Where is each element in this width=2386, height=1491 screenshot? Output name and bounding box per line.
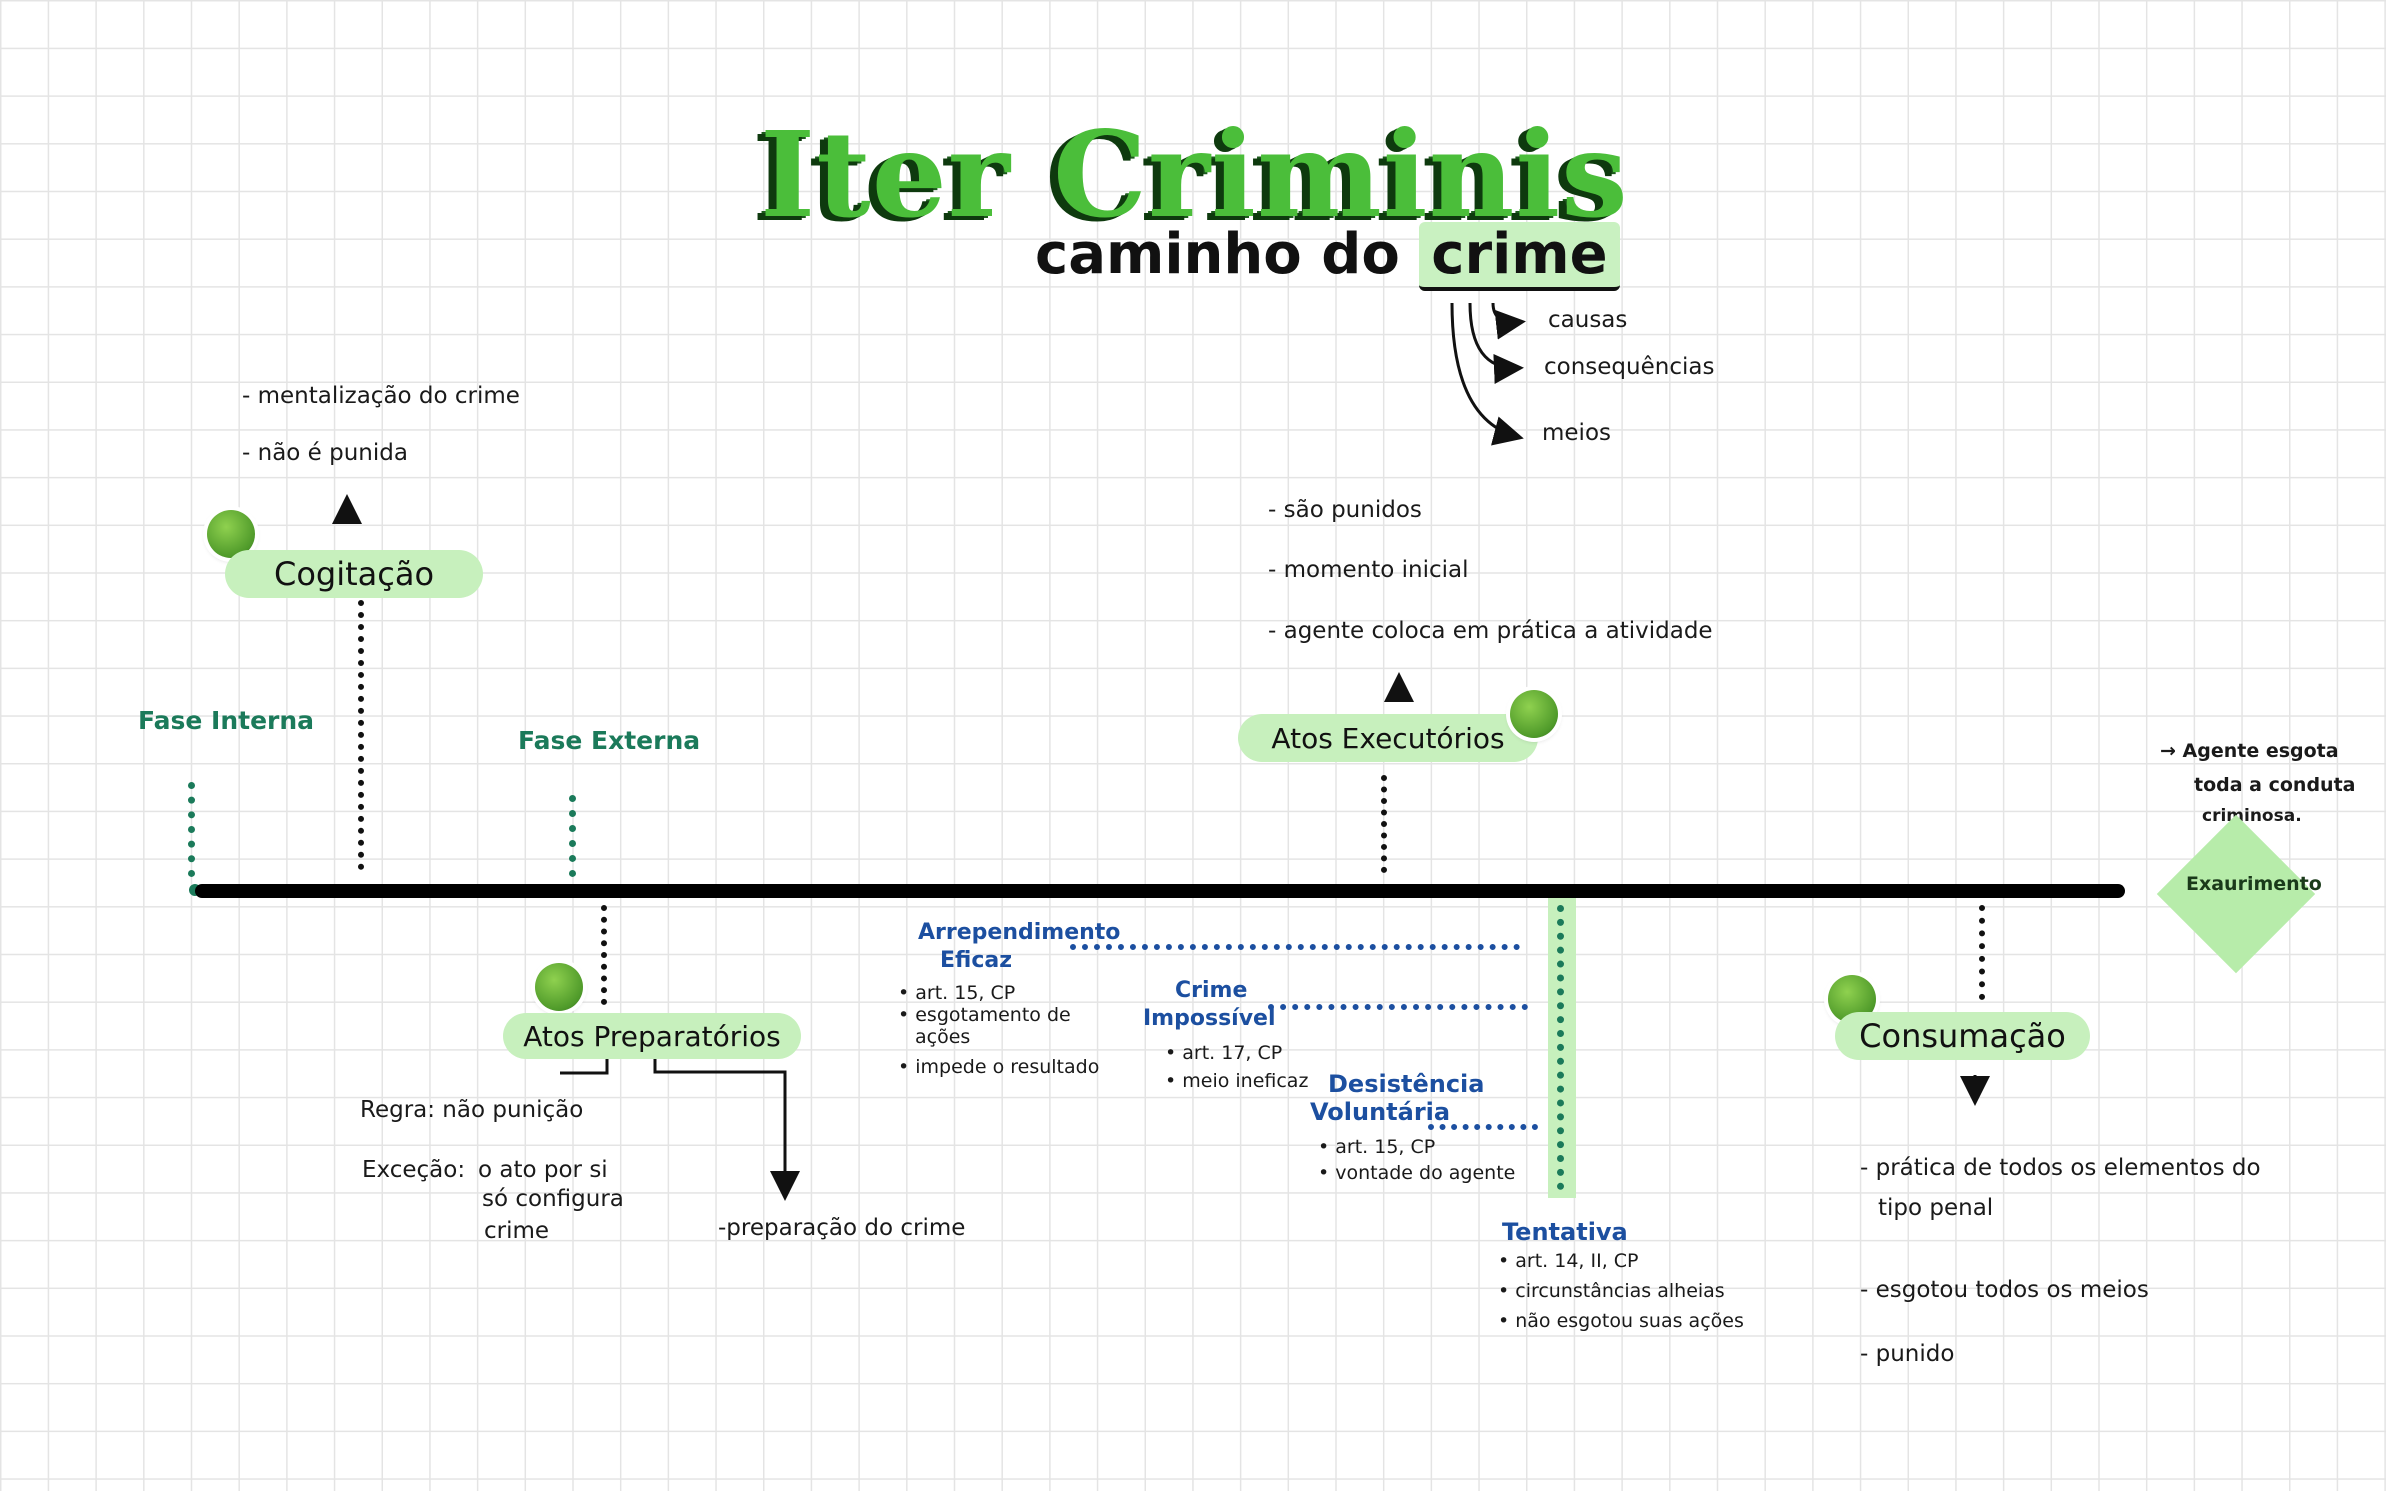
arrependimento-note-1: • art. 15, CP — [898, 982, 1016, 1004]
atos-preparatorios-pill: Atos Preparatórios — [503, 1013, 801, 1059]
exaurimento-note-1: → Agente esgota — [2160, 740, 2339, 762]
crime-impossivel-dotted-line — [1268, 1004, 1528, 1010]
page-title: Iter Criminis — [760, 105, 1629, 244]
atos-executorios-pill: Atos Executórios — [1238, 714, 1538, 762]
crime-impossivel-title-1: Crime — [1175, 978, 1248, 1003]
arrependimento-title-1: Arrependimento — [918, 920, 1121, 945]
exaurimento-note-3: criminosa. — [2202, 806, 2302, 826]
page-subtitle: caminho do crime — [1035, 222, 1620, 291]
tentativa-title: Tentativa — [1502, 1218, 1628, 1246]
exaurimento-label: Exaurimento — [2186, 873, 2322, 895]
executorios-note-3: - agente coloca em prática a atividade — [1268, 618, 1713, 644]
timeline-axis — [195, 884, 2125, 898]
consumacao-note-2: tipo penal — [1878, 1195, 1994, 1221]
executorios-note-2: - momento inicial — [1268, 557, 1469, 583]
branch-meios: meios — [1542, 420, 1611, 446]
consumacao-note-4: - punido — [1860, 1341, 1955, 1367]
subtitle-highlight: crime — [1419, 222, 1620, 291]
exaurimento-note-2: toda a conduta — [2194, 774, 2356, 796]
kermit-gun-icon — [1510, 690, 1558, 738]
preparacao-do-crime: -preparação do crime — [718, 1215, 966, 1241]
tentativa-note-2: • circunstâncias alheias — [1498, 1280, 1725, 1302]
arrependimento-note-3: ações — [915, 1026, 971, 1048]
crime-impossivel-note-1: • art. 17, CP — [1165, 1042, 1283, 1064]
consumacao-note-3: - esgotou todos os meios — [1860, 1277, 2149, 1303]
fase-externa-dotted-line — [569, 795, 576, 877]
arrependimento-title-2: Eficaz — [940, 948, 1013, 973]
preparatorios-dotted-line — [601, 905, 607, 1005]
subtitle-prefix: caminho do — [1035, 222, 1400, 287]
desistencia-title-1: Desistência — [1328, 1070, 1485, 1098]
arrependimento-note-4: • impede o resultado — [898, 1056, 1100, 1078]
consumacao-dotted-line — [1979, 905, 1985, 1000]
preparatorios-excecao-line-1: o ato por si — [478, 1157, 608, 1183]
tentativa-note-3: • não esgotou suas ações — [1498, 1310, 1744, 1332]
arrependimento-note-2: • esgotamento de — [898, 1004, 1071, 1026]
branch-consequencias: consequências — [1544, 354, 1715, 380]
desistencia-note-1: • art. 15, CP — [1318, 1136, 1436, 1158]
preparatorios-excecao-line-3: crime — [484, 1218, 550, 1244]
crime-impossivel-title-2: Impossível — [1143, 1006, 1276, 1031]
cogitacao-note-1: - mentalização do crime — [242, 383, 520, 409]
cogitacao-note-2: - não é punida — [242, 440, 408, 466]
crime-impossivel-note-2: • meio ineficaz — [1165, 1070, 1309, 1092]
desistencia-title-2: Voluntária — [1310, 1098, 1451, 1126]
cogitacao-pill: Cogitação — [225, 550, 483, 598]
consumacao-pill: Consumação — [1835, 1012, 2090, 1060]
tentativa-note-1: • art. 14, II, CP — [1498, 1250, 1639, 1272]
desistencia-note-2: • vontade do agente — [1318, 1162, 1516, 1184]
kermit-crouching-icon — [535, 963, 583, 1011]
desistencia-dotted-line — [1428, 1124, 1538, 1130]
executorios-dotted-line — [1381, 775, 1387, 873]
executorios-note-1: - são punidos — [1268, 497, 1422, 523]
cogitacao-dotted-line — [358, 600, 364, 870]
fase-externa-label: Fase Externa — [518, 726, 701, 755]
tentativa-dotted-line — [1557, 905, 1564, 1190]
branch-causas: causas — [1548, 307, 1628, 333]
fase-interna-dotted-line — [188, 782, 195, 877]
preparatorios-regra: Regra: não punição — [360, 1097, 584, 1123]
preparatorios-excecao-label: Exceção: — [362, 1157, 466, 1183]
preparatorios-excecao-line-2: só configura — [482, 1186, 624, 1212]
arrependimento-dotted-line — [1070, 944, 1520, 950]
fase-interna-label: Fase Interna — [138, 706, 315, 735]
consumacao-note-1: - prática de todos os elementos do — [1860, 1155, 2261, 1181]
